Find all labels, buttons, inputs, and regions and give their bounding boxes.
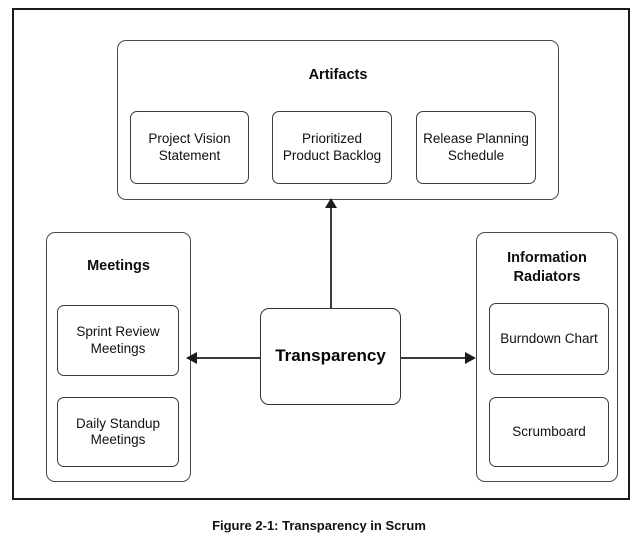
node-project-vision-statement: Project Vision Statement [130,111,249,184]
node-sprint-review-meetings: Sprint Review Meetings [57,305,179,376]
arrow-up-icon [325,198,337,208]
group-artifacts-title: Artifacts [308,67,368,83]
figure-frame: Artifacts Project Vision Statement Prior… [12,8,630,500]
connector-transparency-to-meetings-line [196,357,260,359]
arrow-right-icon [465,352,476,364]
node-daily-standup-meetings: Daily Standup Meetings [57,397,179,467]
connector-transparency-to-radiators-line [401,357,465,359]
group-meetings-title: Meetings [87,258,150,274]
node-release-planning-schedule: Release Planning Schedule [416,111,536,184]
arrow-left-icon [186,352,197,364]
figure-caption: Figure 2-1: Transparency in Scrum [212,518,426,533]
node-scrumboard: Scrumboard [489,397,609,467]
group-information-radiators-title: Information Radiators [507,250,587,285]
node-burndown-chart: Burndown Chart [489,303,609,375]
node-prioritized-product-backlog: Prioritized Product Backlog [272,111,392,184]
node-transparency: Transparency [260,308,401,405]
connector-transparency-to-artifacts-line [330,206,332,308]
